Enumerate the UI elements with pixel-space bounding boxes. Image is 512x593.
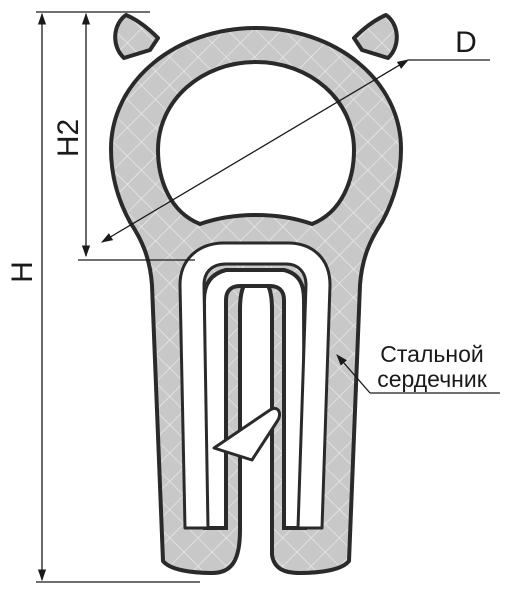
barb-tooth: [212, 406, 282, 462]
h-label: H: [6, 261, 39, 283]
h2-label: H2: [52, 119, 85, 157]
d-dimension-line: [100, 59, 410, 243]
core-leader: [336, 354, 371, 394]
steel-core: [178, 241, 332, 530]
core-label-line1: Стальной: [380, 341, 483, 367]
right-lip: [352, 13, 399, 60]
left-lip: [113, 13, 160, 60]
clip-slot: [201, 268, 308, 530]
core-label-line2: сердечник: [377, 366, 488, 392]
d-label: D: [455, 26, 477, 59]
bulb-hollow: [155, 59, 357, 227]
